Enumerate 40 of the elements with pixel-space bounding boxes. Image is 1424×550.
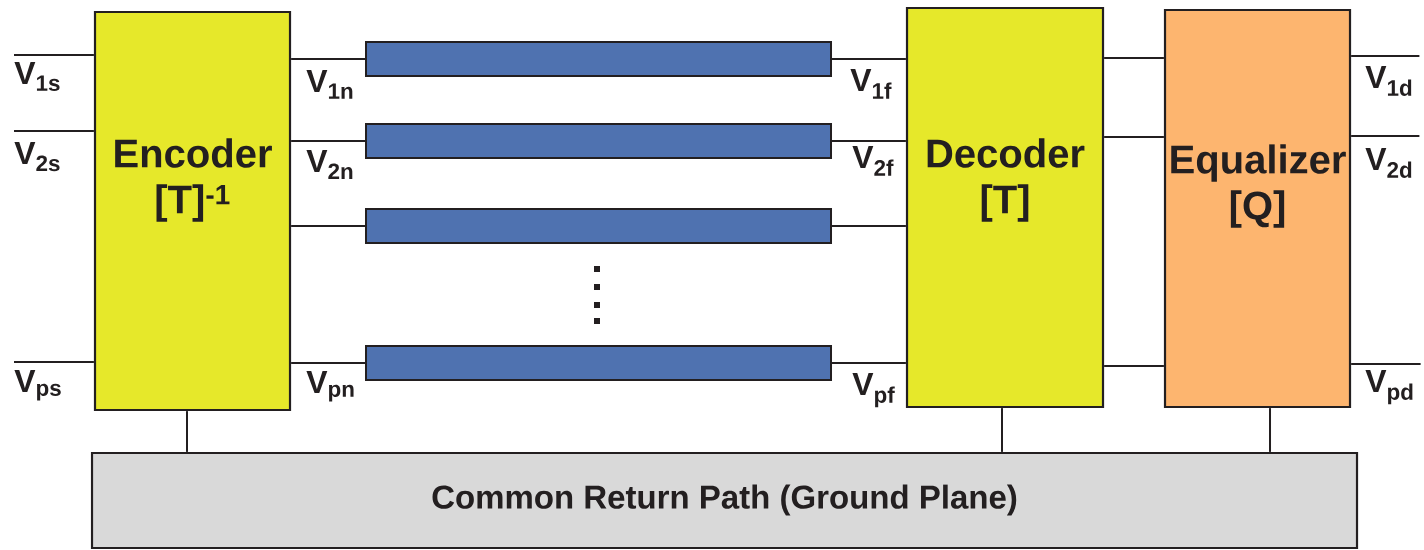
wire <box>290 362 366 364</box>
wire <box>1350 55 1421 57</box>
transmission-line-bar <box>365 123 832 159</box>
wire <box>1103 365 1165 367</box>
wire <box>290 58 366 60</box>
wire <box>1103 57 1165 59</box>
wire <box>290 225 366 227</box>
wire <box>13 130 95 132</box>
signal-label: V$_{1n}$ <box>306 70 353 99</box>
ground-plane-box: Common Return Path (Ground Plane) <box>90 451 1359 550</box>
transmission-line-bar <box>365 41 832 77</box>
wire <box>290 140 366 142</box>
signal-label: V$_{pf}$ <box>852 373 895 408</box>
signal-label: V$_{1f}$ <box>850 69 892 99</box>
transmission-line-bar <box>365 208 832 244</box>
signal-label: V$_{2d}$ <box>1365 148 1412 178</box>
wire <box>831 362 907 364</box>
signal-label: V$_{pd}$ <box>1365 370 1413 405</box>
wire <box>1001 407 1003 453</box>
wire <box>186 410 188 453</box>
signal-label: V$_{1s}$ <box>14 62 60 92</box>
wire <box>13 54 95 56</box>
signal-label: V$_{1d}$ <box>1365 66 1412 96</box>
wire <box>1269 407 1271 453</box>
wire <box>1350 135 1421 137</box>
wire <box>1103 136 1165 138</box>
wire <box>831 58 907 60</box>
wire <box>831 225 907 227</box>
signal-label: V$_{pn}$ <box>306 371 354 402</box>
wire <box>13 361 95 363</box>
signal-label: V$_{ps}$ <box>14 370 61 401</box>
wire <box>1350 363 1422 365</box>
encoder-box: Encoder [T]$^{-1}$ <box>93 10 292 412</box>
wire <box>831 140 907 142</box>
equalizer-box: Equalizer [Q] <box>1163 8 1352 409</box>
signal-label: V$_{2s}$ <box>14 142 60 172</box>
signal-label: V$_{2n}$ <box>306 150 353 180</box>
signal-label: V$_{2f}$ <box>852 146 894 176</box>
decoder-box: Decoder [T] <box>905 6 1105 409</box>
transmission-line-bar <box>365 345 832 381</box>
